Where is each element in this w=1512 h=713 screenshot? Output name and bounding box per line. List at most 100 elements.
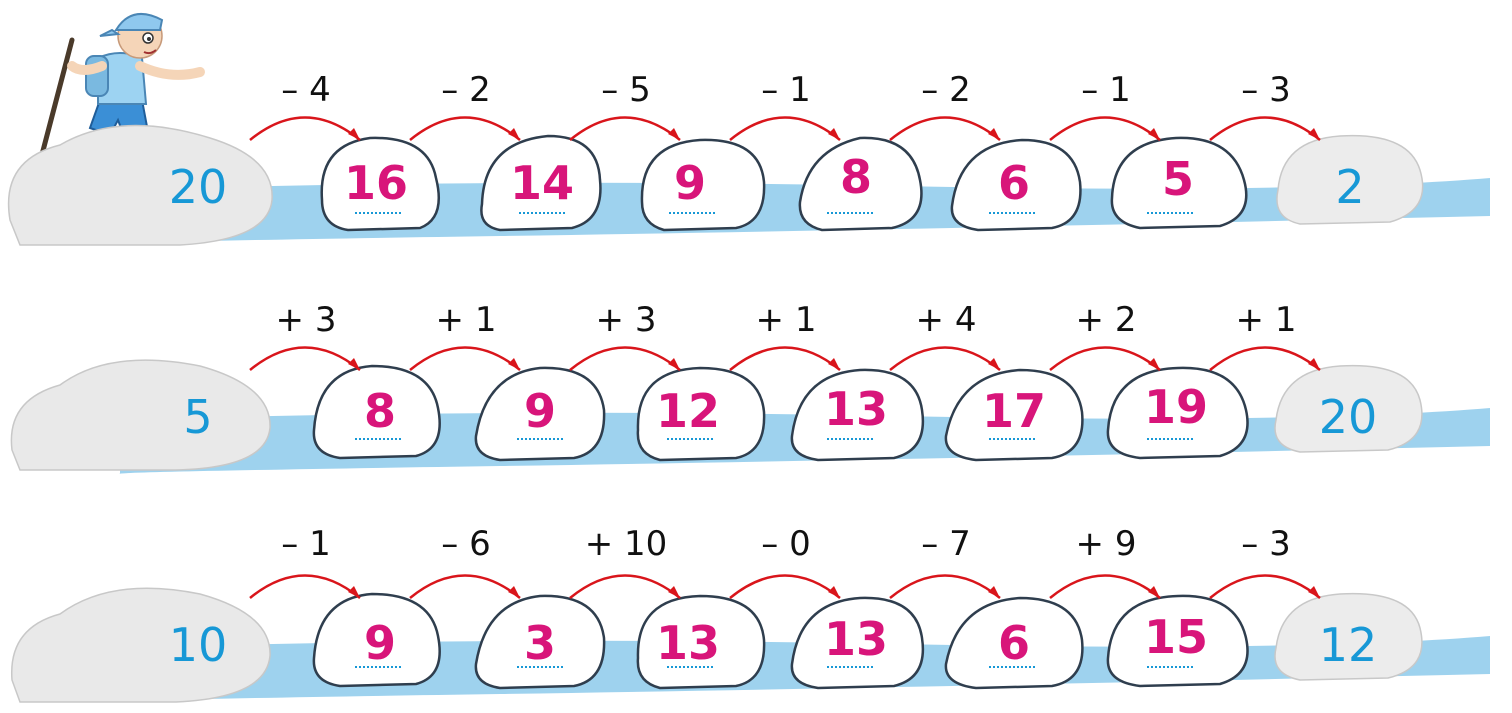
start-number: 5 bbox=[183, 390, 212, 444]
start-number: 20 bbox=[169, 160, 228, 214]
jump-arrow-icon bbox=[570, 348, 680, 371]
operation-label: – 1 bbox=[281, 524, 330, 564]
operation-label: + 3 bbox=[276, 300, 337, 340]
answer-field[interactable]: 8 bbox=[364, 384, 396, 438]
jump-arrow-icon bbox=[1050, 576, 1160, 599]
answer-dotted-line bbox=[827, 212, 873, 214]
answer-dotted-line bbox=[517, 438, 563, 440]
operation-label: + 4 bbox=[916, 300, 977, 340]
answer-field[interactable]: 9 bbox=[524, 384, 556, 438]
answer-field[interactable]: 3 bbox=[524, 616, 556, 670]
answer-field[interactable]: 6 bbox=[998, 616, 1030, 670]
answer-field[interactable]: 13 bbox=[824, 382, 888, 436]
answer-dotted-line bbox=[669, 212, 715, 214]
answer-field[interactable]: 9 bbox=[364, 616, 396, 670]
arrowhead-icon bbox=[1148, 586, 1160, 598]
jump-arrow-icon bbox=[410, 118, 520, 141]
operation-label: + 1 bbox=[1236, 300, 1297, 340]
arrowhead-icon bbox=[348, 128, 360, 140]
jump-arrow-icon bbox=[250, 576, 360, 599]
operation-label: – 2 bbox=[441, 70, 490, 110]
arrowhead-icon bbox=[1308, 358, 1320, 370]
jump-arrow-icon bbox=[730, 118, 840, 141]
answer-field[interactable]: 16 bbox=[344, 156, 408, 210]
operation-label: + 1 bbox=[756, 300, 817, 340]
jump-arrow-icon bbox=[1210, 576, 1320, 599]
operation-label: – 7 bbox=[921, 524, 970, 564]
jump-arrow-icon bbox=[1210, 348, 1320, 371]
arrowhead-icon bbox=[1148, 358, 1160, 370]
jump-arrow-icon bbox=[410, 576, 520, 599]
answer-dotted-line bbox=[827, 666, 873, 668]
jump-arrow-icon bbox=[1210, 118, 1320, 141]
answer-field[interactable]: 6 bbox=[998, 156, 1030, 210]
answer-field[interactable]: 5 bbox=[1162, 152, 1194, 206]
row-2: 5 + 3 + 1 + 3 + 1 + 4 + 2 + 1 8 9 12 13 … bbox=[0, 270, 1512, 470]
answer-field[interactable]: 13 bbox=[824, 612, 888, 666]
arrowhead-icon bbox=[828, 586, 840, 598]
answer-dotted-line bbox=[667, 438, 713, 440]
answer-dotted-line bbox=[355, 212, 401, 214]
operation-label: + 3 bbox=[596, 300, 657, 340]
jump-arrow-icon bbox=[890, 118, 1000, 141]
jump-arrow-icon bbox=[250, 118, 360, 141]
operation-label: + 9 bbox=[1076, 524, 1137, 564]
answer-dotted-line bbox=[989, 666, 1035, 668]
operation-label: + 10 bbox=[585, 524, 668, 564]
answer-field[interactable]: 14 bbox=[510, 156, 574, 210]
answer-dotted-line bbox=[989, 438, 1035, 440]
answer-field[interactable]: 8 bbox=[840, 150, 872, 204]
answer-dotted-line bbox=[1147, 438, 1193, 440]
jump-arrow-icon bbox=[890, 576, 1000, 599]
operation-label: – 5 bbox=[601, 70, 650, 110]
end-number: 20 bbox=[1319, 390, 1378, 444]
arrowhead-icon bbox=[508, 358, 520, 370]
arrowhead-icon bbox=[828, 358, 840, 370]
answer-dotted-line bbox=[519, 212, 565, 214]
operation-label: + 1 bbox=[436, 300, 497, 340]
jump-arrow-icon bbox=[730, 348, 840, 371]
answer-dotted-line bbox=[355, 666, 401, 668]
jump-arrow-icon bbox=[570, 576, 680, 599]
operation-label: – 3 bbox=[1241, 524, 1290, 564]
arrowhead-icon bbox=[988, 128, 1000, 140]
arrowhead-icon bbox=[1308, 586, 1320, 598]
jump-arrow-icon bbox=[410, 348, 520, 371]
answer-dotted-line bbox=[827, 438, 873, 440]
answer-dotted-line bbox=[989, 212, 1035, 214]
jump-arrow-icon bbox=[890, 348, 1000, 371]
arrowhead-icon bbox=[668, 128, 680, 140]
answer-field[interactable]: 13 bbox=[656, 616, 720, 670]
answer-dotted-line bbox=[355, 438, 401, 440]
arrowhead-icon bbox=[508, 586, 520, 598]
answer-dotted-line bbox=[517, 666, 563, 668]
row-1: 20 – 4 – 2 – 5 – 1 – 2 – 1 – 3 16 14 9 8… bbox=[0, 40, 1512, 240]
arrowhead-icon bbox=[668, 586, 680, 598]
operation-label: – 1 bbox=[761, 70, 810, 110]
jump-arrow-icon bbox=[730, 576, 840, 599]
answer-field[interactable]: 19 bbox=[1144, 380, 1208, 434]
arrowhead-icon bbox=[508, 128, 520, 140]
answer-field[interactable]: 15 bbox=[1144, 610, 1208, 664]
jump-arrow-icon bbox=[1050, 118, 1160, 141]
end-number: 2 bbox=[1335, 160, 1364, 214]
operation-label: – 2 bbox=[921, 70, 970, 110]
operation-label: + 2 bbox=[1076, 300, 1137, 340]
jump-arrow-icon bbox=[1050, 348, 1160, 371]
jump-arrow-icon bbox=[250, 348, 360, 371]
arrowhead-icon bbox=[668, 358, 680, 370]
arrowhead-icon bbox=[988, 586, 1000, 598]
arrowhead-icon bbox=[828, 128, 840, 140]
operation-label: – 4 bbox=[281, 70, 330, 110]
answer-field[interactable]: 12 bbox=[656, 384, 720, 438]
end-number: 12 bbox=[1319, 618, 1378, 672]
answer-dotted-line bbox=[667, 666, 713, 668]
operation-label: – 0 bbox=[761, 524, 810, 564]
answer-dotted-line bbox=[1147, 212, 1193, 214]
jump-arrow-icon bbox=[570, 118, 680, 141]
answer-field[interactable]: 17 bbox=[982, 384, 1046, 438]
start-number: 10 bbox=[169, 618, 228, 672]
answer-field[interactable]: 9 bbox=[674, 156, 706, 210]
row-3: 10 – 1 – 6 + 10 – 0 – 7 + 9 – 3 9 3 13 1… bbox=[0, 498, 1512, 698]
